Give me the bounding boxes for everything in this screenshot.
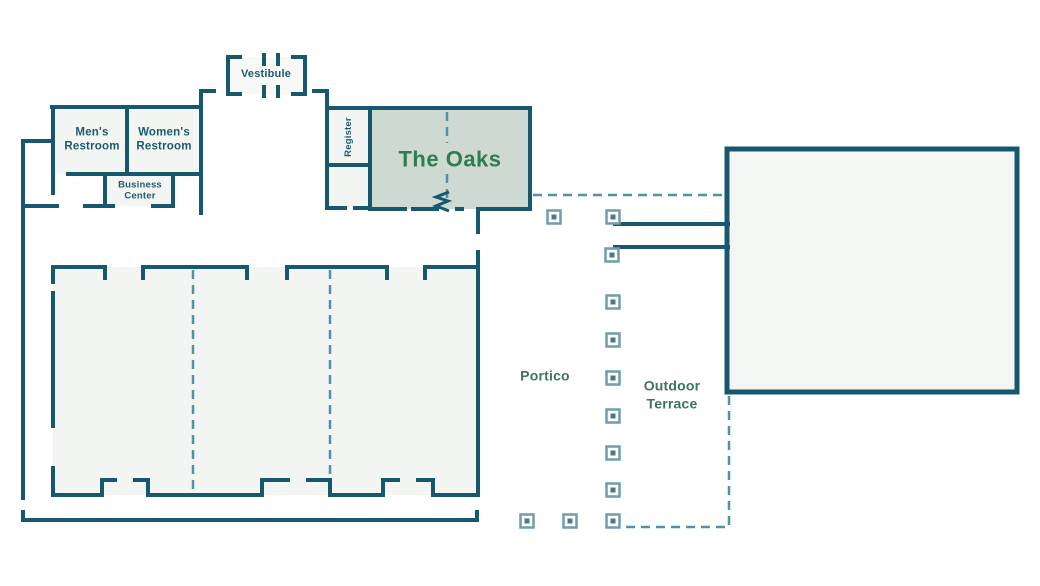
portico-label: Portico xyxy=(520,367,570,384)
vestibule-left-bracket xyxy=(226,55,242,96)
west-exterior-wall xyxy=(21,139,55,500)
ballroom-north-wall-2 xyxy=(141,265,249,280)
ballroom-south-wall-4 xyxy=(416,478,480,497)
vestibule-right-bracket xyxy=(291,55,307,96)
outdoor-terrace-label: Outdoor Terrace xyxy=(643,377,701,412)
door-break-symbol xyxy=(431,190,453,213)
ballroom-north-wall-4 xyxy=(423,265,480,280)
the-oaks-room xyxy=(370,108,530,209)
ballroom-north-wall-1 xyxy=(51,265,107,280)
pillars xyxy=(519,209,621,529)
walkway-walls xyxy=(613,222,730,249)
terrace-boundary-dashed xyxy=(622,396,731,529)
the-oaks-label: The Oaks xyxy=(398,146,502,172)
vestibule-room xyxy=(228,57,305,94)
vestibule-label: Vestibule xyxy=(240,68,292,81)
east-building xyxy=(724,146,1020,395)
ballroom-room xyxy=(53,267,478,495)
register-label: Register xyxy=(343,117,355,157)
ballroom-south-wall-2 xyxy=(133,478,290,497)
register-room xyxy=(327,108,370,207)
ballroom-north-wall-3 xyxy=(285,265,389,280)
business-center-room xyxy=(105,174,173,206)
dashed-lines xyxy=(191,112,731,529)
sidewalk-line xyxy=(21,510,479,522)
lobby-right-wall xyxy=(312,89,329,110)
room-fills xyxy=(53,57,1020,495)
lobby-left-wall xyxy=(199,89,216,215)
business-center-label: Business Center xyxy=(118,179,162,202)
vestibule-door-ticks xyxy=(262,53,280,98)
womens-restroom-label: Women's Restroom xyxy=(136,126,192,153)
ballroom-south-wall-3 xyxy=(306,478,400,497)
walls xyxy=(21,53,730,522)
business-center-walls xyxy=(103,172,175,208)
mens-restroom-label: Men's Restroom xyxy=(64,126,120,153)
ballroom-south-wall-1 xyxy=(51,478,117,497)
